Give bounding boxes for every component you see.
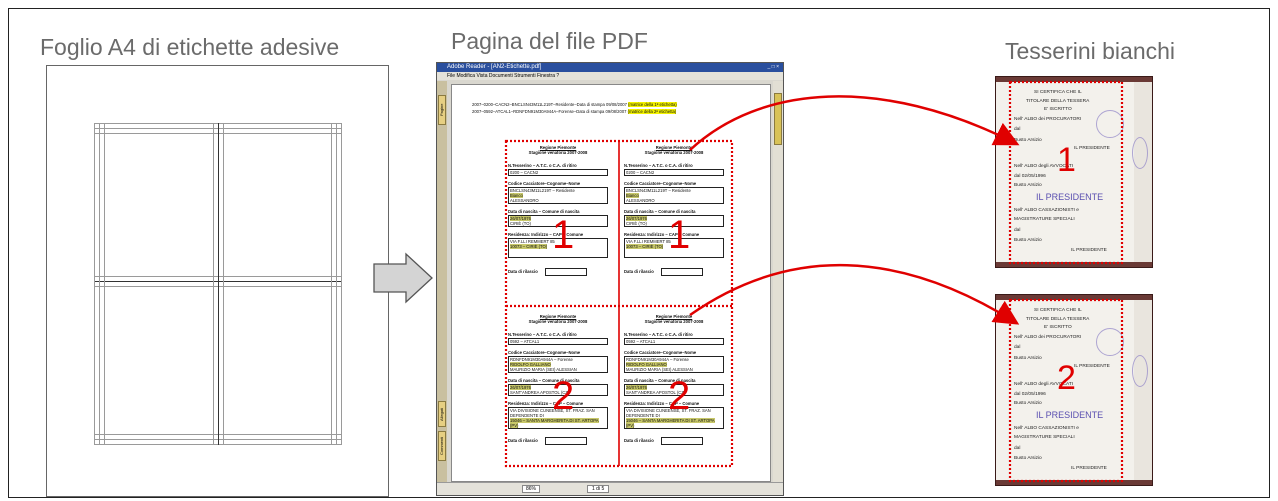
page-indicator[interactable]: 1 di 5 [587, 485, 610, 493]
scroll-thumb[interactable] [774, 93, 782, 145]
sheet-title: Foglio A4 di etichette adesive [40, 34, 340, 60]
figure-frame [8, 8, 1270, 498]
pdf-label-1: Regione Piemonte Stagione venatoria 2007… [508, 145, 608, 276]
a4-label-sheet [46, 65, 389, 497]
card-1-dotted-frame [1008, 80, 1124, 265]
pdf-reader-window: Adobe Reader - [AN2-Etichette.pdf] _ □ ×… [436, 62, 784, 496]
tab-attachments[interactable]: Allegati [438, 401, 446, 427]
cards-title: Tesserini bianchi [1005, 38, 1176, 64]
card-number-1: 1 [1057, 141, 1076, 179]
label-cut-grid [94, 123, 342, 445]
label-number-2a: 2 [552, 374, 575, 418]
tab-pages[interactable]: Pagine [438, 95, 446, 125]
white-card-2: SI CERTIFICA CHE IL TITOLARE DELLA TESSE… [995, 294, 1153, 486]
pdf-label-2: Regione Piemonte Stagione venatoria 2007… [624, 145, 724, 276]
label-number-1a: 1 [552, 213, 575, 257]
navigation-pane: Pagine Allegati Commenti [437, 81, 447, 483]
flow-arrow-icon [373, 252, 433, 304]
pdf-menu-bar[interactable]: File Modifica Vista Documenti Strumenti … [437, 72, 783, 80]
tab-comments[interactable]: Commenti [438, 431, 446, 461]
pdf-title: Pagina del file PDF [451, 28, 648, 54]
zoom-level[interactable]: 86% [522, 485, 541, 493]
matrix-line-1: 2007–0200–CACN2–BNCLSN43M11L219T–Residen… [472, 102, 677, 107]
white-card-1: SI CERTIFICA CHE IL TITOLARE DELLA TESSE… [995, 76, 1153, 268]
window-controls[interactable]: _ □ × [767, 64, 780, 70]
card-number-2: 2 [1057, 359, 1076, 397]
label-number-1b: 1 [668, 213, 691, 257]
label-number-2b: 2 [668, 374, 691, 418]
pdf-label-3: Regione Piemonte Stagione venatoria 2007… [508, 314, 608, 445]
matrix-line-2: 2007–0592–ATCAL1–RDNFDN91M30A944A–Forens… [472, 109, 677, 114]
label-outline-overlay [504, 139, 734, 468]
pdf-window-title: Adobe Reader - [AN2-Etichette.pdf] [437, 63, 783, 72]
pdf-label-4: Regione Piemonte Stagione venatoria 2007… [624, 314, 724, 445]
pdf-page: 2007–0200–CACN2–BNCLSN43M11L219T–Residen… [451, 84, 771, 482]
vertical-scrollbar[interactable] [773, 81, 783, 483]
card-2-dotted-frame [1008, 298, 1124, 483]
pdf-status-bar: 86% 1 di 5 [437, 482, 783, 495]
